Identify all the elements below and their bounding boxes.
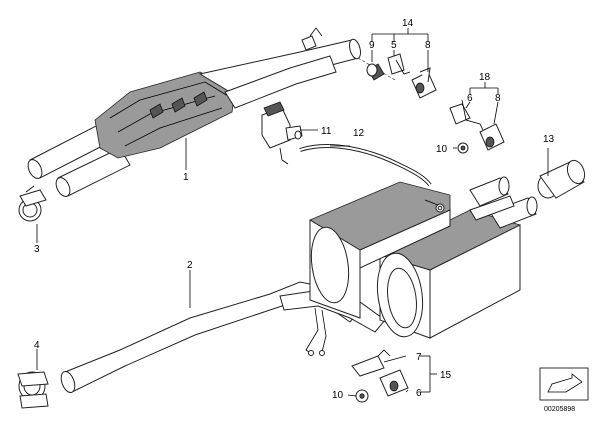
document-id: 00205898 [544, 406, 575, 413]
callout-8-right: 8 [495, 93, 501, 104]
mounting-hardware-14 [366, 53, 437, 99]
callout-15: 15 [440, 370, 452, 381]
callout-11: 11 [321, 126, 332, 137]
callout-1: 1 [183, 172, 189, 183]
callout-6-bottom: 6 [416, 388, 422, 399]
mounting-hardware-18 [449, 99, 505, 154]
callout-14: 14 [402, 18, 414, 29]
callout-4: 4 [34, 340, 40, 351]
callout-8-top: 8 [425, 40, 431, 51]
rear-silencer [309, 176, 538, 339]
front-pipe-catalytic-converter [27, 27, 361, 197]
callout-13: 13 [543, 134, 555, 145]
clamp-3 [18, 185, 47, 222]
callout-2: 2 [187, 260, 193, 271]
hose-12 [299, 143, 432, 187]
callout-10-right: 10 [436, 144, 448, 155]
callout-labels: 1 2 3 4 9 5 8 14 18 6 8 10 11 12 13 7 15… [34, 18, 555, 401]
mounting-hardware-15 [351, 349, 409, 403]
clamp-4 [17, 371, 49, 409]
callout-5: 5 [391, 40, 397, 51]
callout-9: 9 [369, 40, 375, 51]
callout-3: 3 [34, 244, 40, 255]
callout-7: 7 [416, 352, 422, 363]
arrow-icon [547, 373, 583, 393]
vacuum-actuator-11 [261, 101, 303, 165]
callout-6-right: 6 [467, 93, 473, 104]
tailpipe-sleeve-13 [537, 159, 586, 199]
leader-lines [36, 28, 549, 397]
callout-10-bottom: 10 [332, 390, 344, 401]
document-badge: 00205898 [539, 367, 589, 413]
callout-12: 12 [353, 128, 365, 139]
callout-18: 18 [479, 72, 491, 83]
